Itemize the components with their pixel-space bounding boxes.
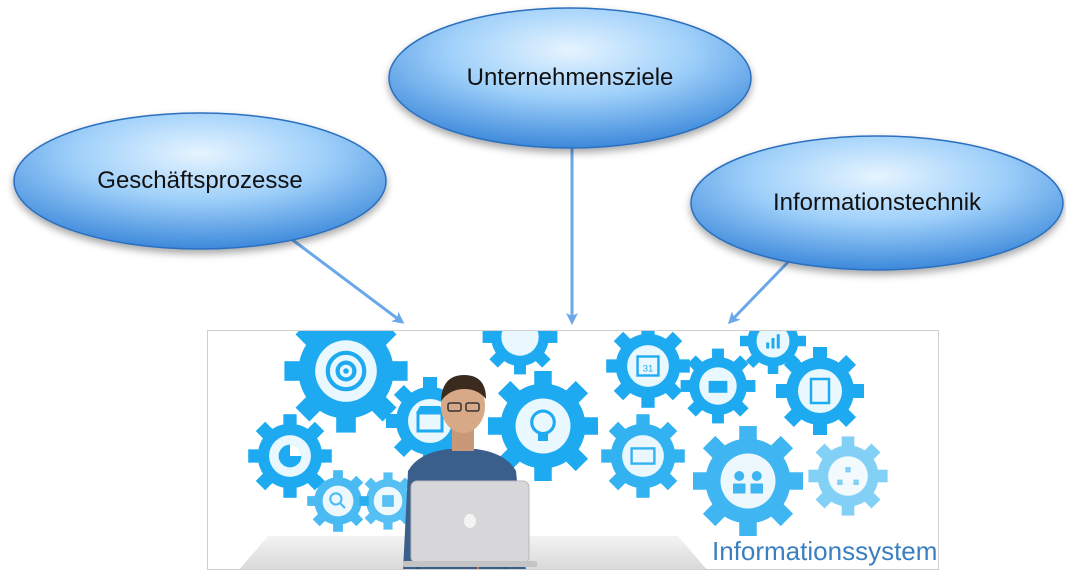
node-business-processes: Geschäftsprozesse	[14, 113, 386, 249]
svg-text:31: 31	[643, 364, 654, 375]
gear-briefcase	[680, 348, 756, 424]
flowchart-icon	[837, 467, 859, 485]
gear-clipboard	[776, 347, 864, 435]
lightbulb-icon	[530, 409, 556, 441]
node-company-goals-shape	[388, 7, 752, 149]
puzzle-icon	[382, 495, 394, 507]
node-information-technology: Informationstechnik	[691, 136, 1063, 270]
pie-chart-icon	[278, 444, 302, 468]
gear-calendar: 31	[606, 331, 690, 408]
gear-store	[386, 377, 474, 465]
gear-top-center	[482, 331, 558, 375]
node-business-processes-label: Geschäftsprozesse	[97, 167, 303, 194]
gear-puzzle	[359, 472, 417, 530]
information-system-label: Informationssystem	[712, 536, 938, 566]
briefcase-icon	[708, 380, 728, 393]
node-company-goals: Unternehmensziele	[389, 8, 751, 148]
gear-credit-card	[601, 414, 685, 498]
information-system-illustration: 31	[239, 331, 888, 569]
gear-people	[693, 426, 803, 536]
laptop	[403, 480, 537, 567]
node-information-technology-label: Informationstechnik	[772, 189, 982, 216]
gear-pie	[248, 414, 332, 498]
gear-lightbulb	[488, 371, 598, 481]
credit-card-icon	[630, 447, 656, 465]
search-icon	[329, 492, 346, 509]
clipboard-icon	[809, 377, 831, 405]
node-business-processes-shape	[13, 112, 387, 250]
arrow-business-processes	[289, 236, 405, 324]
calendar-icon: 31	[636, 355, 660, 377]
node-company-goals-label: Unternehmensziele	[466, 64, 674, 91]
target-icon	[325, 350, 367, 392]
gear-search	[307, 470, 369, 532]
bar-chart-icon	[766, 334, 780, 349]
gear-bar-chart	[740, 331, 806, 374]
gear-flowchart	[808, 436, 888, 516]
people-icon	[733, 471, 763, 494]
information-system-image: 31	[207, 330, 939, 570]
arrow-information-technology	[727, 258, 792, 325]
laptop-logo	[464, 514, 476, 528]
store-icon	[416, 406, 444, 433]
gear-target	[284, 331, 408, 433]
node-information-technology-shape	[690, 135, 1064, 271]
